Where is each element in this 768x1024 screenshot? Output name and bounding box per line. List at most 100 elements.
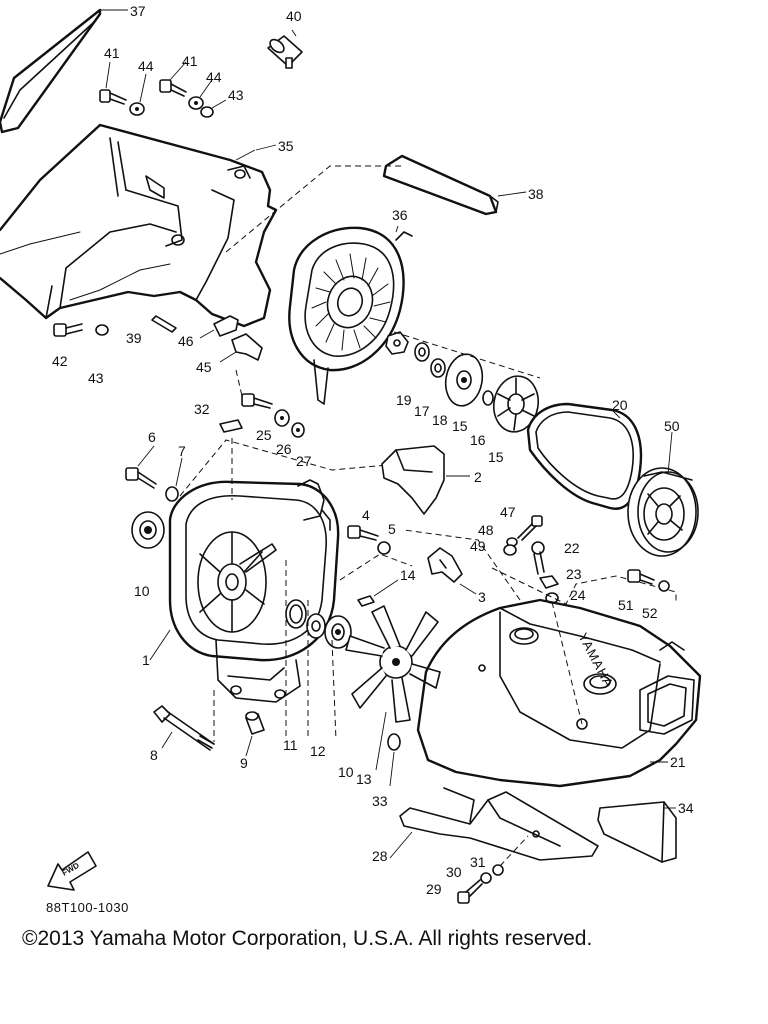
callout-41: 41 [104, 45, 120, 61]
callout-29: 29 [426, 881, 442, 897]
part-18-washer [430, 358, 446, 378]
part-37-shroud-panel [0, 8, 128, 134]
part-35-duct-housing [0, 123, 278, 328]
callout-43: 43 [88, 370, 104, 386]
part-10-bearing-right [324, 615, 352, 649]
callout-44: 44 [138, 58, 154, 74]
part-25-bolt [241, 393, 273, 409]
part-22-screw [531, 541, 545, 575]
part-17-washer [414, 342, 430, 362]
part-30-washer [480, 872, 492, 884]
callout-14: 14 [400, 567, 416, 583]
part-52-washer [658, 580, 670, 592]
callout-6: 6 [148, 429, 156, 445]
part-23-nut [539, 575, 559, 589]
part-16-washer [482, 390, 494, 406]
callout-18: 18 [432, 412, 448, 428]
callout-30: 30 [446, 864, 462, 880]
callout-50: 50 [664, 418, 680, 434]
callout-17: 17 [414, 403, 430, 419]
callout-22: 22 [564, 540, 580, 556]
part-41-bolt-right [159, 61, 187, 97]
callout-12: 12 [310, 743, 326, 759]
callout-9: 9 [240, 755, 248, 771]
callout-34: 34 [678, 800, 694, 816]
callout-23: 23 [566, 566, 582, 582]
part-44-washer-left [129, 73, 147, 116]
callout-27: 27 [296, 453, 312, 469]
part-31-washer [492, 864, 504, 876]
part-47-bolt [517, 515, 543, 541]
part-44-washer-right [188, 79, 213, 110]
part-49-washer [503, 544, 517, 556]
part-14-key [357, 579, 399, 607]
callout-48: 48 [478, 522, 494, 538]
part-20-belt [526, 402, 643, 510]
callout-52: 52 [642, 605, 658, 621]
callout-5: 5 [388, 521, 396, 537]
part-33-washer [387, 733, 401, 787]
callout-44: 44 [206, 69, 222, 85]
callout-41: 41 [182, 53, 198, 69]
callout-42: 42 [52, 353, 68, 369]
callout-31: 31 [470, 854, 486, 870]
callout-24: 24 [570, 587, 586, 603]
part-15-pulley-spoked [492, 375, 540, 433]
part-36-fan-cover [225, 165, 413, 405]
callout-16: 16 [470, 432, 486, 448]
part-13-fan-impeller [345, 605, 441, 771]
callout-21: 21 [670, 754, 686, 770]
callout-13: 13 [356, 771, 372, 787]
part-9-collar [245, 711, 265, 757]
part-5-washer [377, 541, 391, 555]
callout-8: 8 [150, 747, 158, 763]
part-3-bracket [427, 547, 477, 595]
callout-26: 26 [276, 441, 292, 457]
callout-10: 10 [134, 583, 150, 599]
part-11-circlip [285, 599, 307, 629]
callout-10: 10 [338, 764, 354, 780]
callout-11: 11 [283, 737, 298, 753]
part-50-pulley [627, 431, 699, 557]
callout-28: 28 [372, 848, 388, 864]
callout-47: 47 [500, 504, 516, 520]
callout-37: 37 [130, 3, 146, 19]
callout-7: 7 [178, 443, 186, 459]
part-40-cap [267, 29, 303, 69]
part-2-gasket [381, 445, 470, 515]
callout-36: 36 [392, 207, 408, 223]
part-26-washer [274, 409, 290, 427]
callout-20: 20 [612, 397, 628, 413]
callout-35: 35 [278, 138, 294, 154]
diagram-code: 88T100-1030 [46, 900, 129, 915]
callout-46: 46 [178, 333, 194, 349]
part-32-plate [219, 419, 243, 433]
part-42-bolt [53, 323, 83, 337]
fwd-arrow-icon: FWD [47, 851, 97, 891]
callout-51: 51 [618, 597, 634, 613]
callout-40: 40 [286, 8, 302, 24]
part-43-washer-top [200, 99, 227, 118]
callout-32: 32 [194, 401, 210, 417]
part-10-bearing-left [131, 511, 165, 549]
callout-39: 39 [126, 330, 142, 346]
part-38-flap [382, 154, 527, 216]
part-4-bolt [347, 525, 379, 541]
callout-19: 19 [396, 392, 412, 408]
part-34-pad [597, 801, 677, 863]
part-45-bracket [219, 333, 263, 363]
callout-2: 2 [474, 469, 482, 485]
callout-3: 3 [478, 589, 486, 605]
callout-33: 33 [372, 793, 388, 809]
part-7-washer [165, 457, 183, 502]
callout-43: 43 [228, 87, 244, 103]
part-51-bolt [627, 569, 655, 585]
callout-49: 49 [470, 538, 486, 554]
part-19-nut [385, 331, 409, 355]
copyright-notice: ©2013 Yamaha Motor Corporation, U.S.A. A… [22, 927, 593, 950]
callout-38: 38 [528, 186, 544, 202]
part-1-fan-housing [149, 479, 340, 703]
callout-15: 15 [452, 418, 468, 434]
callout-15: 15 [488, 449, 504, 465]
